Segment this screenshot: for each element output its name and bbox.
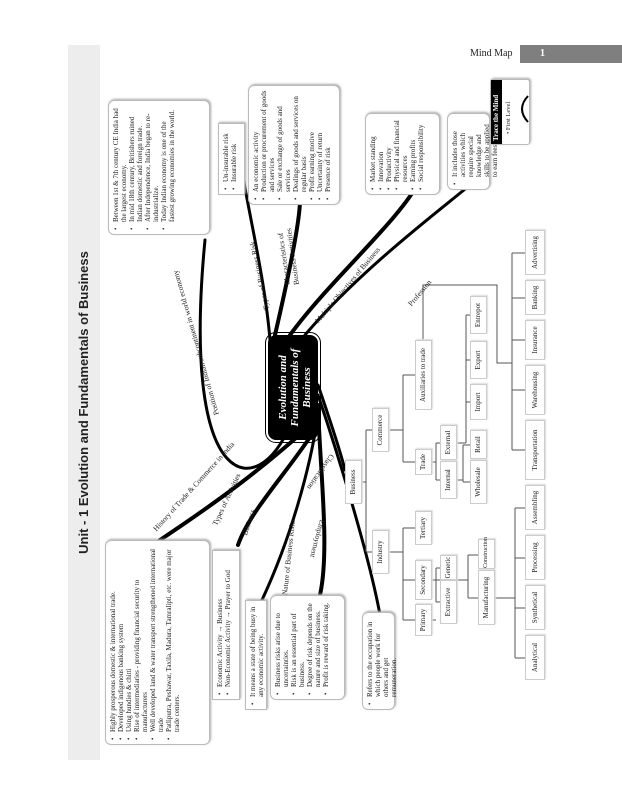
tree-node-transportation: Transportation xyxy=(525,420,545,480)
central-topic-line: Business xyxy=(301,367,313,408)
box-item: Profit is reward of risk taking. xyxy=(322,600,330,695)
central-topic-line: Fundamentals of xyxy=(289,348,301,427)
tree-node-assembling: Assembling xyxy=(525,485,545,530)
characteristics-box: An economic activityProduction or procur… xyxy=(248,85,340,205)
arc-icon xyxy=(521,95,529,123)
box-item: Sale or exchange of goods and services xyxy=(276,90,292,200)
box-item: In mid 18th century, Britishers ruined I… xyxy=(128,105,144,230)
tree-node-business: Business xyxy=(345,460,362,504)
box-item: Uncertainty of return xyxy=(316,90,324,200)
box-item: Social responsibility xyxy=(417,118,425,190)
branch-activities xyxy=(236,423,320,547)
tree-node-trade: Trade xyxy=(415,449,432,475)
box-item: Well developed land & water transport st… xyxy=(149,545,165,740)
tree-node-extractive: Extractive xyxy=(440,580,457,624)
box-item: Patliputra, Peshawar, Taxila, Madura, Ta… xyxy=(165,545,181,740)
box-item: Degree of risk depends on the nature and… xyxy=(306,600,322,695)
box-item: Non-Economic Activity → Prayer to God xyxy=(224,555,232,695)
trace-title: Trace the Mind Map xyxy=(491,80,509,144)
box-item: Physical and financial resources xyxy=(393,118,409,190)
branch-classification xyxy=(316,383,347,472)
box-item: Profit earning motive xyxy=(308,90,316,200)
box-item: Developed indigenous banking system xyxy=(117,545,125,740)
position-box: Between 1st & 7th century CE India had t… xyxy=(108,100,210,235)
tree-node-construction: Construction xyxy=(478,537,495,569)
tree-node-internal: Internal xyxy=(440,461,457,499)
tree-node-external: External xyxy=(440,425,457,460)
nature-risks-box: Business risks arise due to uncertaintie… xyxy=(270,595,345,700)
tree-node-processing: Processing xyxy=(525,535,545,580)
tree-node-primary: Primary xyxy=(415,604,432,636)
tree-node-insurance: Insurance xyxy=(525,320,545,360)
tree-node-synthetical: Synthetical xyxy=(525,585,545,630)
profession-box: It includes those activities which requi… xyxy=(447,113,499,190)
central-topic-line: Evolution and xyxy=(277,355,289,420)
branch-position xyxy=(198,238,292,470)
branch-history xyxy=(158,428,307,542)
objectives-box: Market standingInnovationProductivityPhy… xyxy=(365,113,440,195)
box-item: Earning profits xyxy=(409,118,417,190)
tree-node-advertising: Advertising xyxy=(525,230,545,275)
branch-employment xyxy=(316,393,382,617)
history-box: Highly prosperous domestic & internation… xyxy=(105,540,210,745)
tree-node-tertiary: Tertiary xyxy=(415,511,432,545)
tree-node-wholesale: Wholesale xyxy=(470,460,487,504)
box-item: Between 1st & 7th century CE India had t… xyxy=(112,105,128,230)
branch-objectives xyxy=(288,178,422,337)
box-item: Innovation xyxy=(377,118,385,190)
box-item: Using hundies & chitti xyxy=(125,545,133,740)
box-item: Insurable risk xyxy=(230,128,238,190)
box-item: It means a state of being busy in any ec… xyxy=(249,605,265,705)
central-topic: Evolution and Fundamentals of Business xyxy=(266,328,320,447)
tree-node-genetic: Genetic xyxy=(440,555,457,580)
tree-node-commerce: Commerce xyxy=(372,408,389,452)
branch-profession xyxy=(303,183,472,337)
tree-node-industry: Industry xyxy=(372,530,389,574)
tree-node-import: Import xyxy=(470,384,487,420)
branch-characteristics xyxy=(273,198,302,337)
box-item: Dealings of goods and services on regula… xyxy=(292,90,308,200)
tree-node-auxiliaries: Auxiliaries to trade xyxy=(415,340,432,410)
page-number: 1 xyxy=(520,45,622,63)
box-item: Production or procurement of goods and s… xyxy=(260,90,276,200)
box-item: After Independence, India began to re-in… xyxy=(144,105,160,230)
risk-types-box: Un-insurable riskInsurable risk xyxy=(218,123,245,195)
box-item: Market standing xyxy=(369,118,377,190)
box-item: Economic Activity → Business xyxy=(216,555,224,695)
box-item: Highly prosperous domestic & internation… xyxy=(109,545,117,740)
business-definition-box: It means a state of being busy in any ec… xyxy=(245,600,267,710)
branch-nature xyxy=(316,403,327,597)
tree-node-analytical: Analytical xyxy=(525,635,545,680)
box-item: Productivity xyxy=(385,118,393,190)
box-item: Business risks arise due to uncertaintie… xyxy=(274,600,290,695)
box-item: Risk is an essential part of business. xyxy=(290,600,306,695)
box-item: Presence of risk xyxy=(324,90,332,200)
box-item: An economic activity xyxy=(252,90,260,200)
employment-box: Refers to the occupation in which people… xyxy=(362,612,398,710)
tree-node-entrepot: Entrepot xyxy=(470,296,487,334)
activities-box: Economic Activity → BusinessNon-Economic… xyxy=(212,550,240,700)
tree-node-manufacturing: Manufacturing xyxy=(478,570,495,625)
trace-level-label: First Level xyxy=(505,101,512,131)
tree-node-retail: Retail xyxy=(470,430,487,459)
box-item: Rise of intermediaries - providing finan… xyxy=(133,545,149,740)
tree-node-banking: Banking xyxy=(525,280,545,315)
tree-node-warehousing: Warehousing xyxy=(525,365,545,415)
box-item: Refers to the occupation in which people… xyxy=(366,617,398,705)
box-item: Un-insurable risk xyxy=(222,128,230,190)
header-section-label: Mind Map xyxy=(470,48,513,59)
tree-node-export: Export xyxy=(470,341,487,379)
trace-mind-map-box: Trace the Mind Map • First Level xyxy=(490,79,530,145)
tree-node-secondary: Secondary xyxy=(415,560,432,600)
box-item: Today Indian economy is one of the faste… xyxy=(160,105,176,230)
